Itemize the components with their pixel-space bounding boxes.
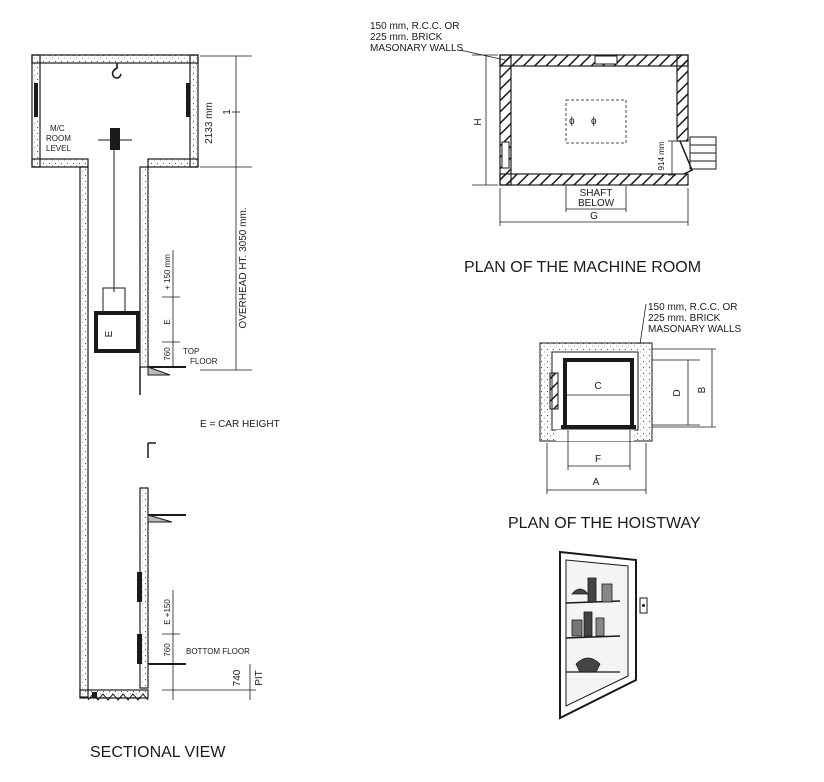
machine-room-caption: PLAN OF THE MACHINE ROOM xyxy=(464,259,701,276)
svg-text:150 mm, R.C.C. OR: 150 mm, R.C.C. OR xyxy=(648,302,737,313)
shaft-below-outline xyxy=(565,99,627,144)
dim-760-bottom: 760 xyxy=(163,643,172,657)
a-label: A xyxy=(593,477,600,488)
hoistway-car xyxy=(561,358,636,429)
pit-label: PIT xyxy=(254,670,265,686)
bottom-floor-label: BOTTOM FLOOR xyxy=(186,647,250,656)
svg-text:MASONARY WALLS: MASONARY WALLS xyxy=(370,43,464,54)
machine-room-hatched-walls xyxy=(499,54,689,186)
plus-150-label: + 150 mm xyxy=(163,254,172,290)
svg-text:TOP: TOP xyxy=(183,347,199,356)
g-label: G xyxy=(590,211,598,222)
svg-text:BELOW: BELOW xyxy=(578,198,615,209)
svg-text:MASONARY WALLS: MASONARY WALLS xyxy=(648,324,742,335)
mc-room-level-label: M/C ROOM LEVEL xyxy=(46,124,71,153)
overhead-height-label: OVERHEAD HT. 3050 mm. xyxy=(238,207,249,328)
svg-text:150 mm, R.C.C. OR: 150 mm, R.C.C. OR xyxy=(370,21,459,32)
b-label: B xyxy=(697,386,708,393)
sectional-view-caption: SECTIONAL VIEW xyxy=(90,744,226,761)
svg-text:LEVEL: LEVEL xyxy=(46,144,71,153)
svg-text:M/C: M/C xyxy=(50,124,65,133)
sectional-view: E xyxy=(31,54,280,761)
svg-text:FLOOR: FLOOR xyxy=(190,357,218,366)
d-label: D xyxy=(672,389,683,396)
dim-760-top: 760 xyxy=(163,347,172,361)
machine-symbol-a: ϕ xyxy=(569,116,575,127)
machine-room-plan: 150 mm, R.C.C. OR 225 mm. BRICK MASONARY… xyxy=(370,21,717,276)
lift-car xyxy=(94,287,140,353)
top-floor-landing xyxy=(139,366,186,395)
e-plus-150-label: E +150 xyxy=(163,599,172,625)
machine-room-stairs xyxy=(689,136,717,170)
dim-1: 1 xyxy=(222,109,233,115)
hoistway-caption: PLAN OF THE HOISTWAY xyxy=(508,515,701,532)
middle-landing xyxy=(147,442,186,523)
dim-914: 914 mm xyxy=(657,141,666,170)
machine-room-dimensions xyxy=(472,54,689,226)
svg-text:ROOM: ROOM xyxy=(46,134,71,143)
machine-symbol-b: ϕ xyxy=(591,116,597,127)
hoistway-dimensions xyxy=(546,348,716,494)
lifting-hook-icon xyxy=(111,63,122,79)
c-label: C xyxy=(594,381,601,392)
car-e-label: E xyxy=(104,330,115,337)
shelf-items xyxy=(571,577,613,673)
top-floor-label: TOP FLOOR xyxy=(183,347,218,366)
machine-room-wall-note: 150 mm, R.C.C. OR 225 mm. BRICK MASONARY… xyxy=(370,21,464,54)
dimension-lines-section xyxy=(162,55,256,700)
dim-2133: 2133 mm xyxy=(204,102,215,144)
e-right-label: E xyxy=(163,319,172,324)
shaft-below-label: SHAFT BELOW xyxy=(578,188,615,209)
hoistway-plan: 150 mm, R.C.C. OR 225 mm. BRICK MASONARY… xyxy=(508,302,742,532)
svg-text:225 mm. BRICK: 225 mm. BRICK xyxy=(648,313,721,324)
traction-machine xyxy=(98,128,132,150)
machine-room-walls xyxy=(31,54,199,168)
machine-room-door xyxy=(679,140,693,175)
e-legend: E = CAR HEIGHT xyxy=(200,419,280,430)
f-label: F xyxy=(595,454,601,465)
counterweight xyxy=(549,372,559,410)
dim-740: 740 xyxy=(232,669,243,686)
lift-car-illustration xyxy=(559,550,648,720)
svg-text:SHAFT: SHAFT xyxy=(580,188,613,199)
hoistway-wall-note: 150 mm, R.C.C. OR 225 mm. BRICK MASONARY… xyxy=(648,302,742,335)
h-label: H xyxy=(473,118,484,125)
svg-text:225 mm. BRICK: 225 mm. BRICK xyxy=(370,32,443,43)
